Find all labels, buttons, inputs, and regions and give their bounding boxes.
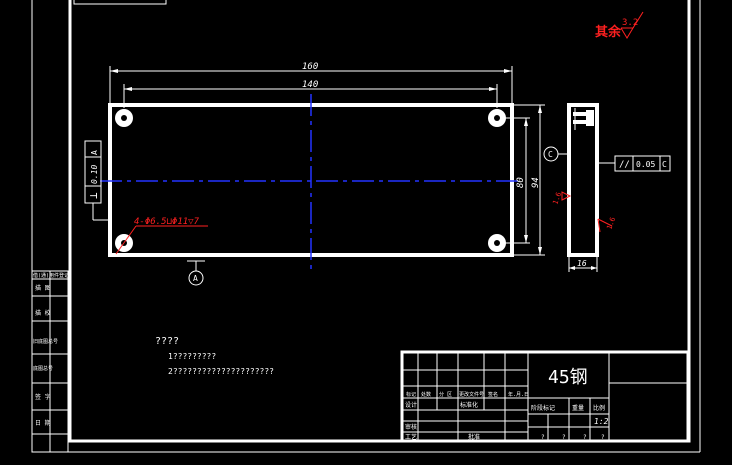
strip-label-0: 借(通)用件登记 <box>33 272 69 279</box>
dimension-160: 160 <box>109 62 513 103</box>
perp-symbol: ⊥ <box>87 192 100 199</box>
dim-16-text: 16 <box>577 259 587 268</box>
datum-a: A <box>187 260 205 286</box>
hole-callout: 4-Φ6.5⊔Φ11▽7 <box>115 217 208 255</box>
tb-design: 设计 <box>405 401 417 409</box>
mounting-hole-tl <box>115 109 133 127</box>
strip-label-4: 底图总号 <box>33 365 53 372</box>
mounting-hole-tr <box>488 109 506 127</box>
dimension-80: 80 <box>505 117 530 244</box>
dim-94-text: 94 <box>531 177 541 188</box>
surface-finish-note: 其余 3.2 <box>595 11 644 40</box>
para-symbol: // <box>619 160 630 170</box>
rev-zone: 分 区 <box>439 391 452 398</box>
rev-sign: 签名 <box>488 391 498 398</box>
dimension-94: 94 <box>514 104 545 256</box>
sheet-mark-2: ? <box>583 434 587 441</box>
strip-label-3: 旧底图总号 <box>33 338 58 345</box>
rev-count: 处数 <box>421 391 431 398</box>
rev-date: 年.月.日 <box>508 391 529 398</box>
surface-finish-value: 3.2 <box>622 18 638 28</box>
para-tol: 0.05 <box>636 160 655 169</box>
front-view <box>100 94 518 270</box>
datum-a-text: A <box>193 274 198 283</box>
material-text: 45钢 <box>548 367 588 388</box>
sheet-mark-1: ? <box>562 434 566 441</box>
tb-ratio-label: 比例 <box>593 404 605 412</box>
dim-80-text: 80 <box>516 177 526 188</box>
rev-mark: 标记 <box>406 391 416 398</box>
tb-std: 标准化 <box>460 401 478 409</box>
side-ra-top: 1.6 <box>551 191 563 206</box>
dim-160-text: 160 <box>302 62 318 72</box>
notes-line2: 2????????????????????? <box>168 367 274 376</box>
para-datum: C <box>662 160 667 169</box>
tb-check: 审核 <box>405 423 417 431</box>
perpendicularity-frame: ⊥ 0.10 A <box>84 140 108 221</box>
sheet-mark-3: ? <box>601 434 605 441</box>
tb-process: 工艺 <box>405 433 417 441</box>
notes-line1: 1????????? <box>168 352 216 361</box>
side-ra-bottom: 1.6 <box>605 216 617 231</box>
perp-tol: 0.10 <box>90 165 99 184</box>
tb-weight-label: 重量 <box>572 404 584 412</box>
sheet-mark-0: ? <box>541 434 545 441</box>
surface-finish-label: 其余 <box>595 24 622 40</box>
tech-notes: ???? 1????????? 2????????????????????? <box>155 336 274 376</box>
tb-approve: 批准 <box>468 433 480 441</box>
hole-callout-text: 4-Φ6.5⊔Φ11▽7 <box>134 217 200 227</box>
drawing-frame <box>31 0 701 453</box>
tb-stage-label: 阶段标记 <box>531 404 555 412</box>
title-block: 45钢 标记 处数 分 区 更改文件号 签名 年.月.日 设计 标准化 审核 工… <box>400 350 690 443</box>
strip-label-1: 描 图 <box>35 284 51 292</box>
strip-label-2: 描 校 <box>35 309 51 317</box>
strip-label-5: 签 字 <box>35 393 51 401</box>
side-view: C 1.6 1.6 // 0.05 C 16 <box>543 103 671 272</box>
tb-scale: 1:2 <box>594 417 609 426</box>
dim-140-text: 140 <box>302 80 318 90</box>
strip-label-6: 日 期 <box>35 419 51 427</box>
datum-c-text: C <box>548 150 553 159</box>
dimension-140: 140 <box>123 80 498 108</box>
mounting-hole-br <box>488 234 506 252</box>
perp-datum: A <box>90 150 99 155</box>
notes-heading: ???? <box>155 336 179 347</box>
rev-doc: 更改文件号 <box>459 391 484 398</box>
left-strip-table: 借(通)用件登记 描 图 描 校 旧底图总号 底图总号 签 字 日 期 <box>31 270 69 453</box>
